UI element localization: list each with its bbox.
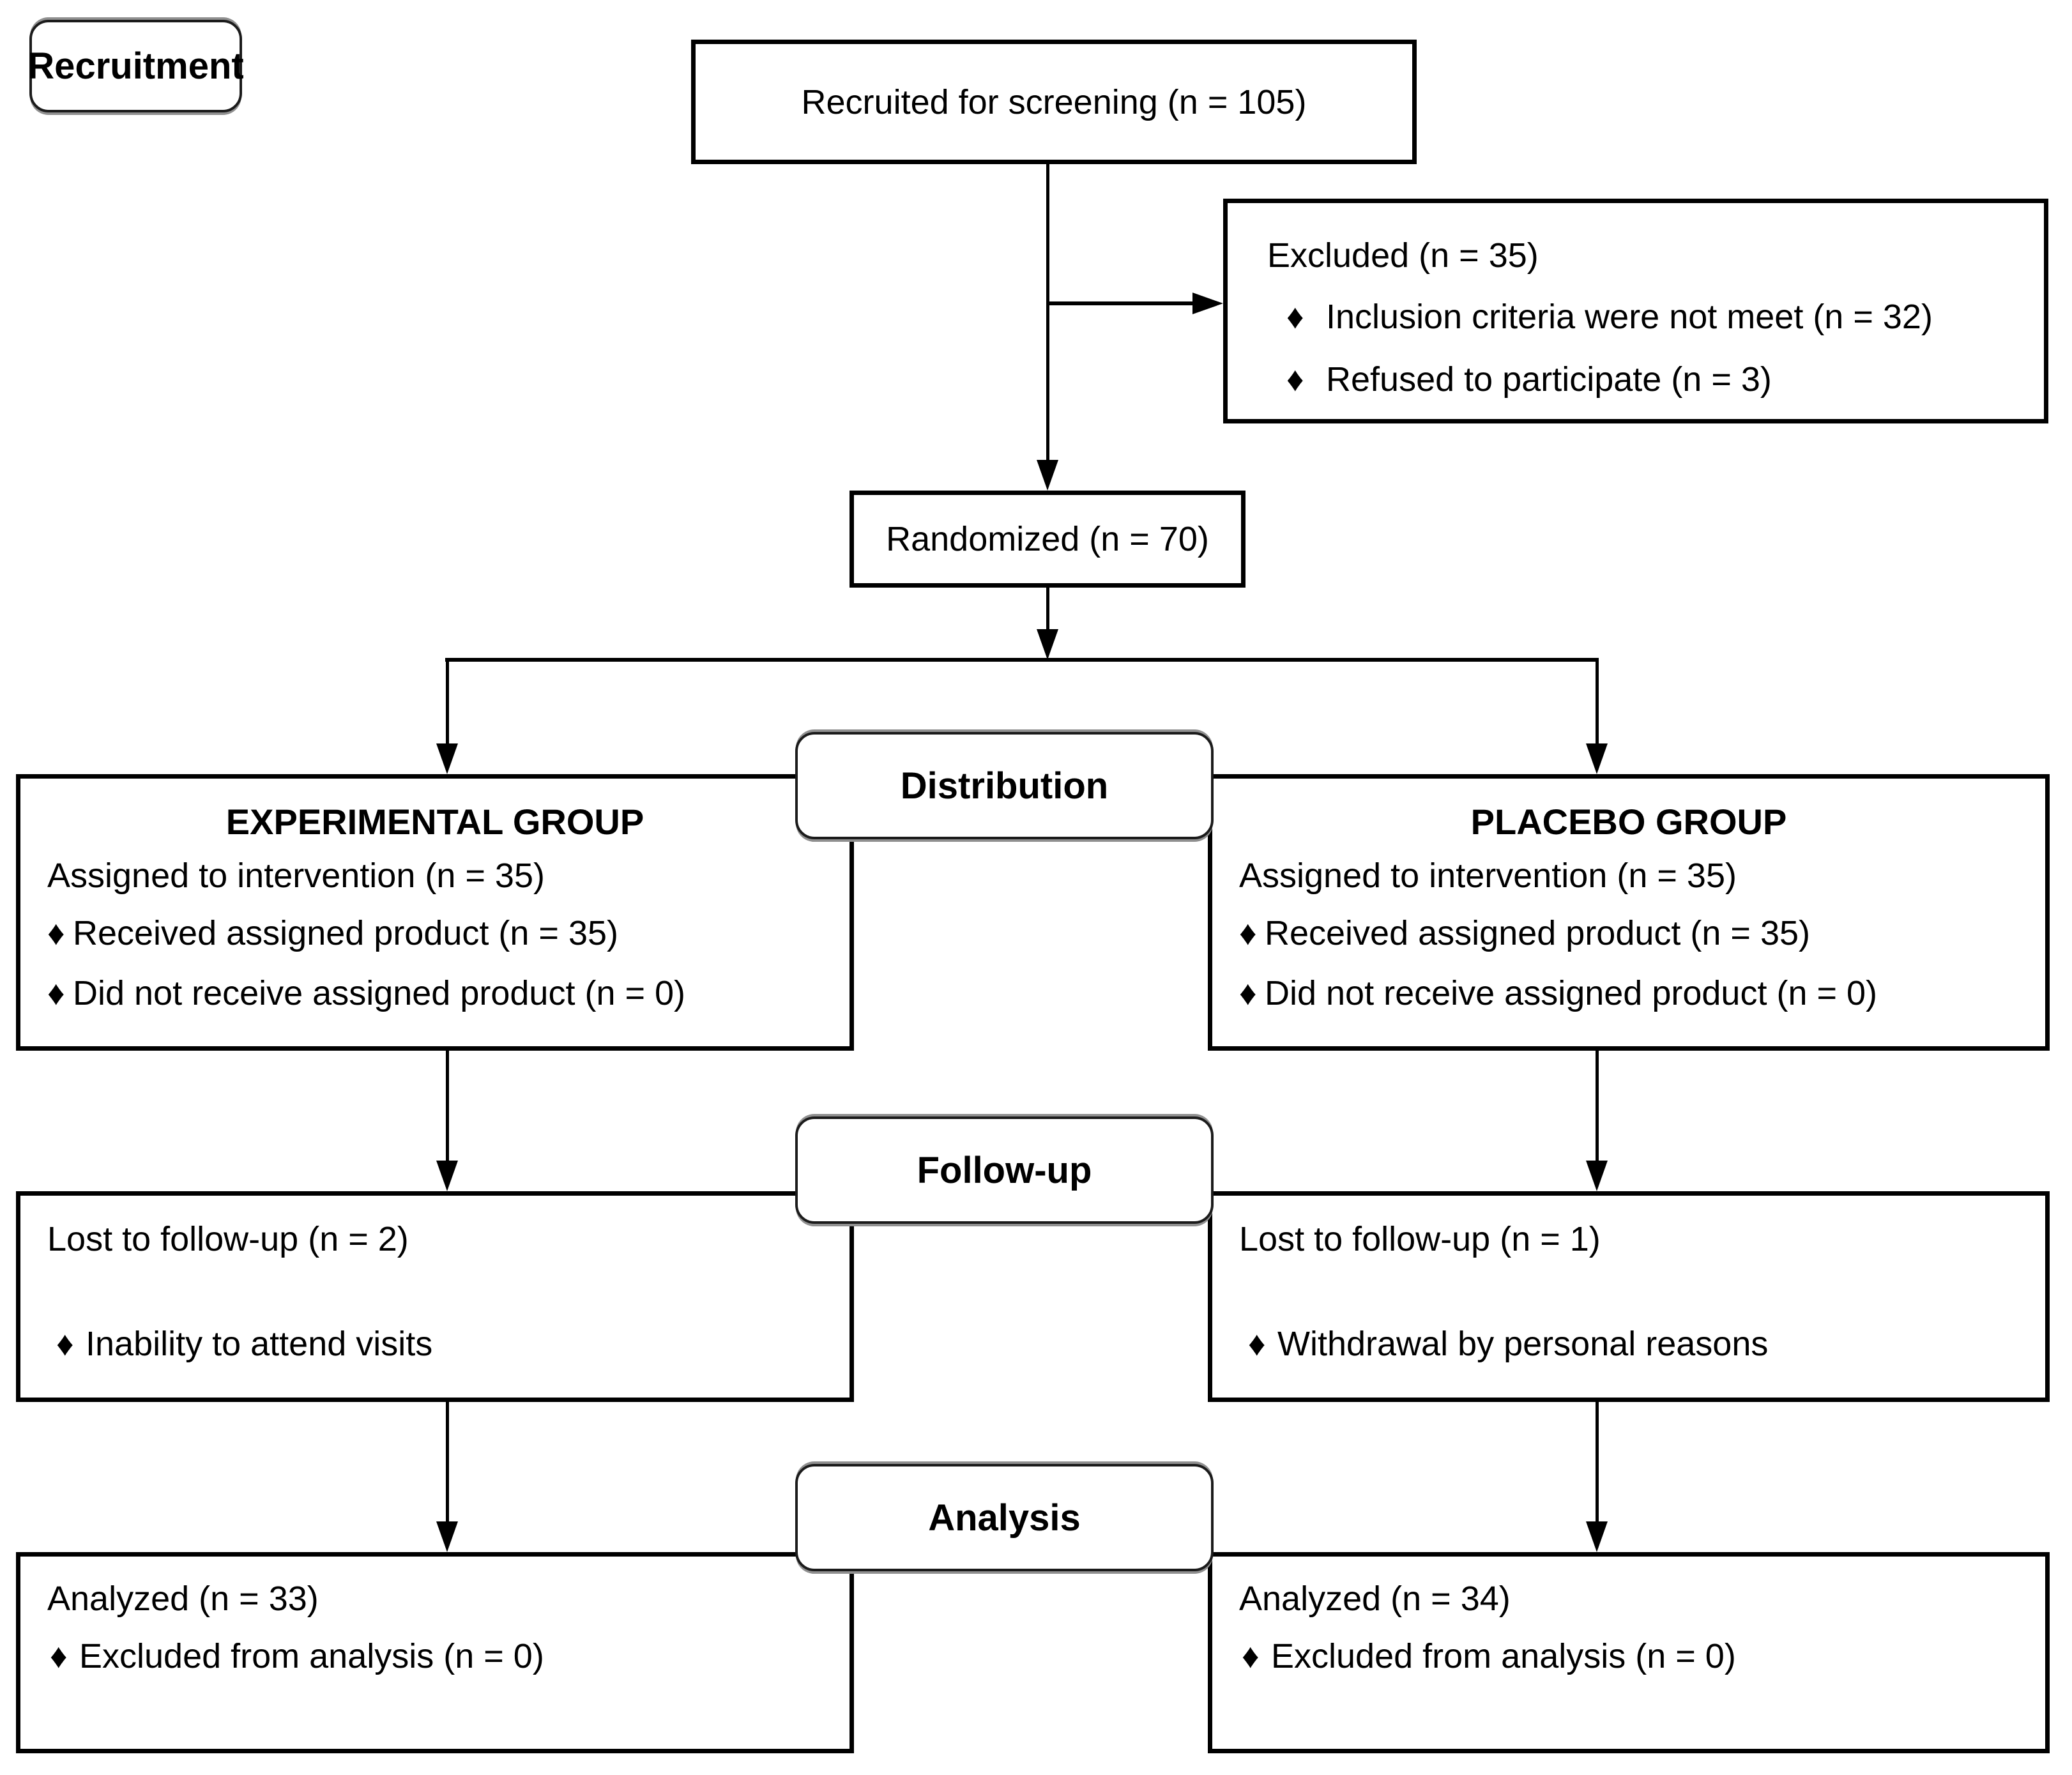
- experimental-bullet-text: Received assigned product (n = 35): [73, 914, 619, 952]
- analysis-stage-text: Analysis: [928, 1497, 1081, 1539]
- followup-right-bullet-text: Withdrawal by personal reasons: [1277, 1325, 1769, 1363]
- followup-left-bullet-text: Inability to attend visits: [86, 1325, 433, 1363]
- placebo-bullet: ♦ Received assigned product (n = 35): [1239, 913, 2032, 954]
- placebo-bullet: ♦ Did not receive assigned product (n = …: [1239, 973, 2032, 1014]
- arrowhead-into-experimental: [436, 743, 458, 774]
- connector-branch-excluded: [1046, 301, 1194, 305]
- recruited-text: Recruited for screening (n = 105): [801, 82, 1307, 121]
- recruitment-stage-label: Recruitment: [27, 20, 244, 112]
- split-line: [445, 658, 1599, 662]
- analysis-right-bullet: ♦ Excluded from analysis (n = 0): [1212, 1636, 2045, 1677]
- placebo-assigned-line: Assigned to intervention (n = 35): [1239, 857, 1737, 895]
- followup-right-box: Lost to follow-up (n = 1) ♦ Withdrawal b…: [1208, 1191, 2050, 1402]
- arrowhead-into-analysis-right: [1586, 1521, 1608, 1552]
- placebo-group-box: PLACEBO GROUP Assigned to intervention (…: [1208, 774, 2050, 1051]
- connector-experimental-followup: [446, 1051, 449, 1162]
- followup-right-line: Lost to follow-up (n = 1): [1239, 1220, 1601, 1258]
- followup-left-box: Lost to follow-up (n = 2) ♦ Inability to…: [16, 1191, 854, 1402]
- diamond-bullet-icon: ♦: [50, 1637, 68, 1675]
- connector-randomized-down: [1046, 588, 1049, 631]
- experimental-assigned-line: Assigned to intervention (n = 35): [47, 857, 545, 895]
- excluded-bullet: ♦ Inclusion criteria were not meet (n = …: [1228, 296, 2044, 337]
- connector-split-right-down: [1596, 658, 1599, 746]
- analysis-right-line: Analyzed (n = 34): [1239, 1580, 1511, 1618]
- recruitment-stage-text: Recruitment: [27, 45, 244, 87]
- excluded-title: Excluded (n = 35): [1267, 236, 1539, 275]
- randomized-text: Randomized (n = 70): [886, 520, 1209, 558]
- analysis-left-bullet-text: Excluded from analysis (n = 0): [79, 1637, 544, 1675]
- arrowhead-into-split: [1037, 629, 1058, 660]
- connector-split-left-down: [446, 658, 449, 746]
- analysis-right-bullet-text: Excluded from analysis (n = 0): [1271, 1637, 1736, 1675]
- arrowhead-into-randomized: [1037, 460, 1058, 491]
- arrowhead-into-placebo: [1586, 743, 1608, 774]
- placebo-group-title: PLACEBO GROUP: [1470, 802, 1787, 842]
- diamond-bullet-icon: ♦: [56, 1325, 74, 1363]
- diamond-bullet-icon: ♦: [47, 974, 65, 1012]
- excluded-bullet: ♦ Refused to participate (n = 3): [1228, 359, 2044, 400]
- followup-right-bullet: ♦ Withdrawal by personal reasons: [1212, 1323, 2045, 1364]
- diamond-bullet-icon: ♦: [1239, 914, 1257, 952]
- connector-followup-analysis-right: [1596, 1402, 1599, 1523]
- excluded-bullet-text: Inclusion criteria were not meet (n = 32…: [1326, 298, 1933, 336]
- diamond-bullet-icon: ♦: [1286, 298, 1304, 336]
- connector-followup-analysis-left: [446, 1402, 449, 1523]
- arrowhead-into-followup-left: [436, 1161, 458, 1191]
- connector-recruited-down: [1046, 164, 1049, 461]
- analysis-right-box: Analyzed (n = 34) ♦ Excluded from analys…: [1208, 1552, 2050, 1753]
- experimental-group-title: EXPERIMENTAL GROUP: [225, 802, 644, 842]
- randomized-box: Randomized (n = 70): [849, 491, 1245, 588]
- arrowhead-into-excluded: [1192, 293, 1223, 314]
- experimental-group-box: EXPERIMENTAL GROUP Assigned to intervent…: [16, 774, 854, 1051]
- arrowhead-into-followup-right: [1586, 1161, 1608, 1191]
- diamond-bullet-icon: ♦: [1242, 1637, 1260, 1675]
- distribution-stage-label: Distribution: [795, 732, 1214, 839]
- connector-placebo-followup: [1596, 1051, 1599, 1162]
- followup-stage-text: Follow-up: [917, 1149, 1092, 1191]
- placebo-bullet-text: Received assigned product (n = 35): [1265, 914, 1811, 952]
- analysis-left-bullet: ♦ Excluded from analysis (n = 0): [20, 1636, 849, 1677]
- excluded-bullet-text: Refused to participate (n = 3): [1326, 360, 1772, 399]
- analysis-stage-label: Analysis: [795, 1464, 1214, 1571]
- experimental-bullet: ♦ Did not receive assigned product (n = …: [47, 973, 837, 1014]
- followup-left-line: Lost to follow-up (n = 2): [47, 1220, 409, 1258]
- diamond-bullet-icon: ♦: [1286, 360, 1304, 399]
- distribution-stage-text: Distribution: [900, 765, 1109, 807]
- followup-left-bullet: ♦ Inability to attend visits: [20, 1323, 849, 1364]
- placebo-bullet-text: Did not receive assigned product (n = 0): [1265, 974, 1878, 1012]
- diamond-bullet-icon: ♦: [47, 914, 65, 952]
- analysis-left-box: Analyzed (n = 33) ♦ Excluded from analys…: [16, 1552, 854, 1753]
- diamond-bullet-icon: ♦: [1239, 974, 1257, 1012]
- followup-stage-label: Follow-up: [795, 1116, 1214, 1224]
- diamond-bullet-icon: ♦: [1248, 1325, 1266, 1363]
- experimental-bullet-text: Did not receive assigned product (n = 0): [73, 974, 686, 1012]
- excluded-box: Excluded (n = 35) ♦ Inclusion criteria w…: [1223, 199, 2048, 423]
- recruited-box: Recruited for screening (n = 105): [691, 40, 1417, 164]
- experimental-bullet: ♦ Received assigned product (n = 35): [47, 913, 837, 954]
- analysis-left-line: Analyzed (n = 33): [47, 1580, 319, 1618]
- arrowhead-into-analysis-left: [436, 1521, 458, 1552]
